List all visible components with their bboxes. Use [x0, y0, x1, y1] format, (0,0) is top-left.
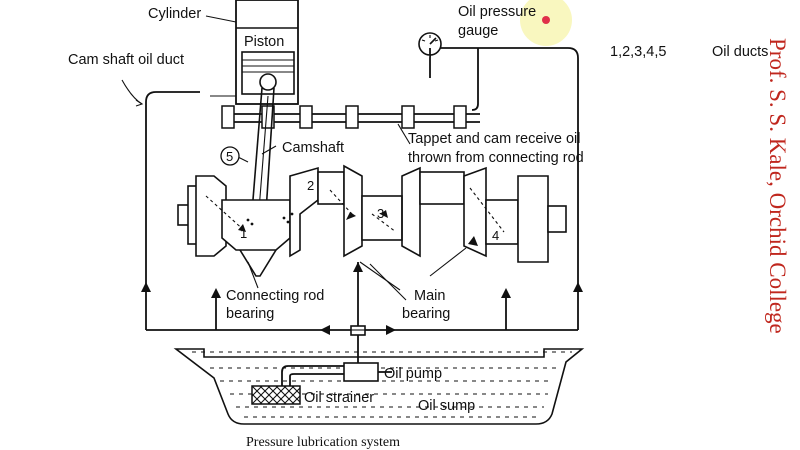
duct-number-3: 3 [377, 206, 384, 221]
duct-5-circle [220, 146, 240, 166]
crankshaft [177, 164, 567, 291]
label-gauge: gauge [458, 23, 498, 39]
label-tappet-line2: thrown from connecting rod [408, 150, 584, 166]
label-piston: Piston [244, 34, 284, 50]
label-main-bearing: bearing [402, 306, 450, 322]
duct-number-4: 4 [492, 228, 499, 243]
oil-sump [173, 348, 585, 425]
label-cam-shaft-oil-duct: Cam shaft oil duct [68, 52, 184, 68]
label-connecting-rod: Connecting rod [226, 288, 324, 304]
label-oil-sump: Oil sump [418, 398, 475, 414]
label-oil-strainer: Oil strainer [304, 390, 374, 406]
oil-pump [281, 362, 392, 386]
duct-markers: 1 2 3 4 5 [220, 146, 499, 243]
duct-number-2: 2 [307, 178, 314, 193]
leader-lines [121, 15, 411, 301]
camshaft-gallery [221, 105, 480, 129]
caption: Pressure lubrication system [246, 435, 400, 450]
duct-number-1: 1 [240, 226, 247, 241]
label-main: Main [414, 288, 445, 304]
label-cylinder: Cylinder [148, 6, 201, 22]
duct-number-5: 5 [226, 149, 233, 164]
watermark: Prof. S. S. Kale, Orchid College [765, 38, 790, 334]
cylinder [235, 0, 299, 105]
label-oil-pressure: Oil pressure [458, 4, 536, 20]
label-oil-ducts: Oil ducts [712, 44, 768, 60]
label-connecting-rod-bearing: bearing [226, 306, 274, 322]
label-oil-pump: Oil pump [384, 366, 442, 382]
label-tappet-line1: Tappet and cam receive oil [408, 131, 581, 147]
label-oil-ducts-numbers: 1,2,3,4,5 [610, 44, 666, 60]
label-camshaft: Camshaft [282, 140, 344, 156]
pointer-dot [542, 16, 550, 24]
oil-pressure-gauge [418, 32, 442, 56]
oil-strainer [251, 385, 301, 405]
